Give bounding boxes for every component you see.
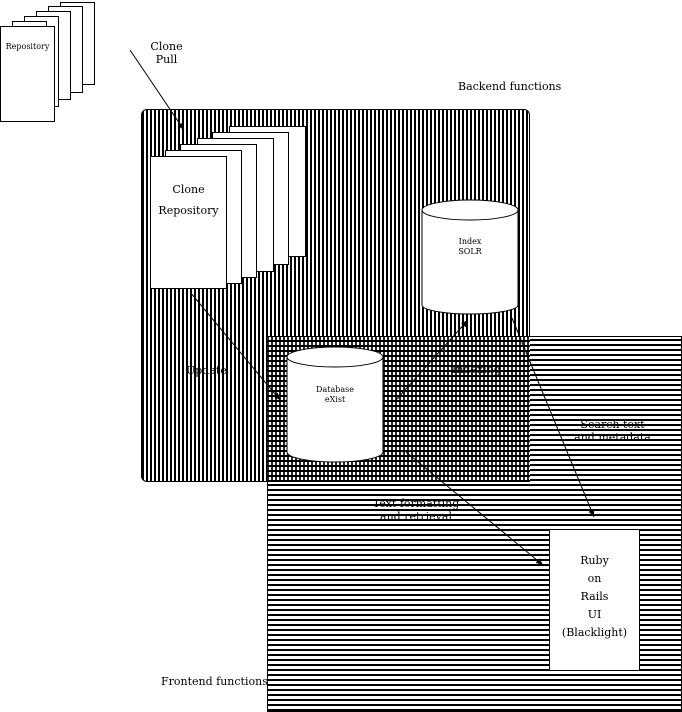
index-cylinder: [421, 199, 519, 315]
search-text-label: Search text and metadata: [574, 418, 651, 444]
ui-line-on: on: [587, 572, 602, 585]
clone-repository-line1: Clone: [172, 183, 205, 196]
clone-pull-label: Clone Pull: [150, 40, 183, 66]
ui-box: Ruby on Rails UI (Blacklight): [549, 529, 640, 671]
text-formatting-arrow: [405, 451, 544, 566]
repository-doc: Repository: [0, 26, 55, 122]
ui-line-blacklight: (Blacklight): [561, 626, 628, 639]
clone-repository-doc: Clone Repository: [150, 156, 227, 289]
frontend-label: Frontend functions: [161, 675, 268, 688]
clone-repository-line2: Repository: [158, 204, 219, 217]
indexing-arrow: [395, 319, 469, 401]
indexing-label: Indexing: [452, 363, 501, 376]
database-cylinder: [286, 346, 384, 463]
ui-line-ui: UI: [587, 608, 602, 621]
backend-label: Backend functions: [458, 80, 562, 93]
clone-pull-arrow: [129, 49, 185, 131]
ui-line-rails: Rails: [580, 590, 609, 603]
database-label: Database eXist: [316, 385, 354, 404]
text-formatting-label: Text formatting and retrieval: [372, 497, 460, 523]
repository-label: Repository: [5, 42, 50, 51]
index-label: Index SOLR: [458, 237, 482, 256]
search-text-arrow: [511, 317, 595, 518]
update-label: Update: [186, 364, 227, 377]
ui-line-ruby: Ruby: [580, 554, 609, 567]
update-arrow: [189, 291, 281, 401]
